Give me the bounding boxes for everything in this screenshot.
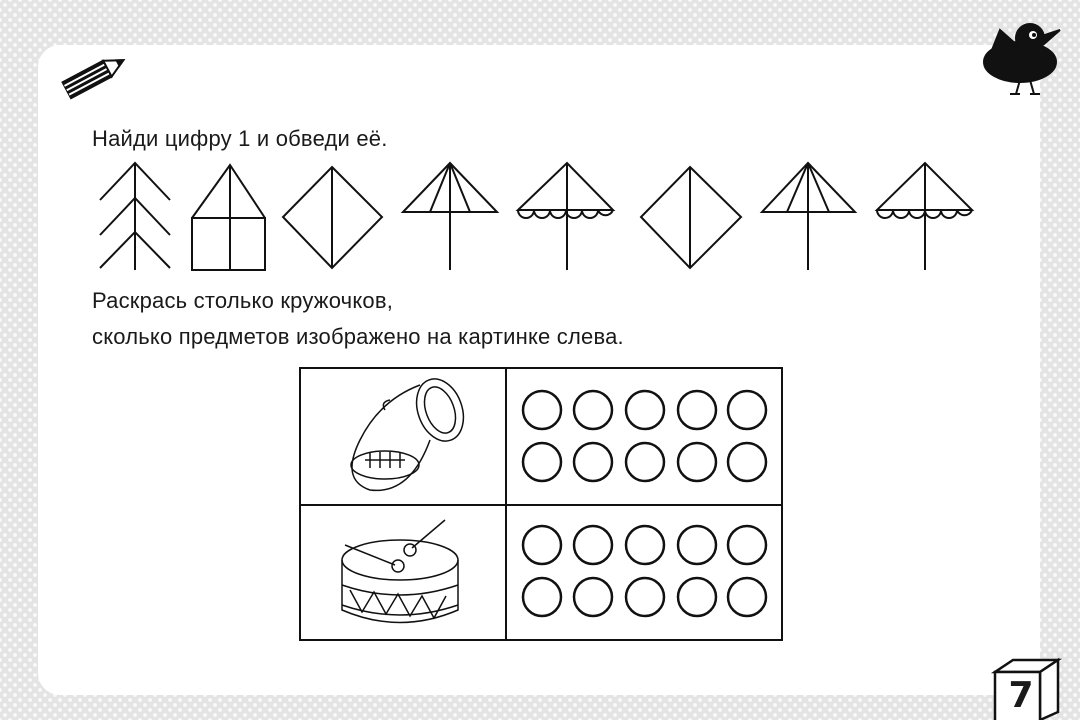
crow-icon (983, 23, 1061, 95)
colorable-circle-drum[interactable] (624, 524, 666, 566)
colorable-circle-tuba[interactable] (572, 389, 614, 431)
colorable-circle-tuba[interactable] (521, 389, 563, 431)
colorable-circle-tuba[interactable] (624, 389, 666, 431)
colorable-circle-tuba[interactable] (676, 441, 718, 483)
figure-house[interactable] (191, 163, 266, 271)
counting-table (299, 367, 783, 641)
worksheet-page (38, 45, 1040, 695)
figure-umbrella-ribs[interactable] (400, 161, 500, 270)
page-number: 7 (1008, 675, 1034, 716)
task2-instruction-line2: сколько предметов изображено на картинке… (92, 324, 624, 349)
colorable-circle-tuba[interactable] (726, 389, 768, 431)
cube-icon (990, 657, 1063, 720)
colorable-circle-drum[interactable] (572, 524, 614, 566)
figure-tree[interactable] (99, 161, 171, 270)
pencil-icon (61, 59, 126, 100)
colorable-circle-drum[interactable] (726, 576, 768, 618)
figure-diamond[interactable] (639, 165, 743, 270)
figure-umbrella-scalloped[interactable] (515, 161, 616, 270)
task1-instruction: Найди цифру 1 и обведи её. (92, 126, 388, 151)
colorable-circle-drum[interactable] (676, 576, 718, 618)
colorable-circle-tuba[interactable] (572, 441, 614, 483)
colorable-circle-tuba[interactable] (521, 441, 563, 483)
task2-instruction-line1: Раскрась столько кружочков, (92, 288, 394, 313)
drum-picture (341, 519, 459, 624)
figure-umbrella-ribs[interactable] (759, 161, 858, 270)
colorable-circle-drum[interactable] (726, 524, 768, 566)
colorable-circle-tuba[interactable] (624, 441, 666, 483)
colorable-circle-drum[interactable] (676, 524, 718, 566)
colorable-circle-drum[interactable] (521, 524, 563, 566)
figure-umbrella-scalloped[interactable] (874, 161, 975, 270)
figure-diamond[interactable] (281, 165, 384, 270)
colorable-circle-drum[interactable] (624, 576, 666, 618)
colorable-circle-tuba[interactable] (726, 441, 768, 483)
tuba-picture (350, 378, 465, 492)
colorable-circle-drum[interactable] (521, 576, 563, 618)
colorable-circle-drum[interactable] (572, 576, 614, 618)
colorable-circle-tuba[interactable] (676, 389, 718, 431)
